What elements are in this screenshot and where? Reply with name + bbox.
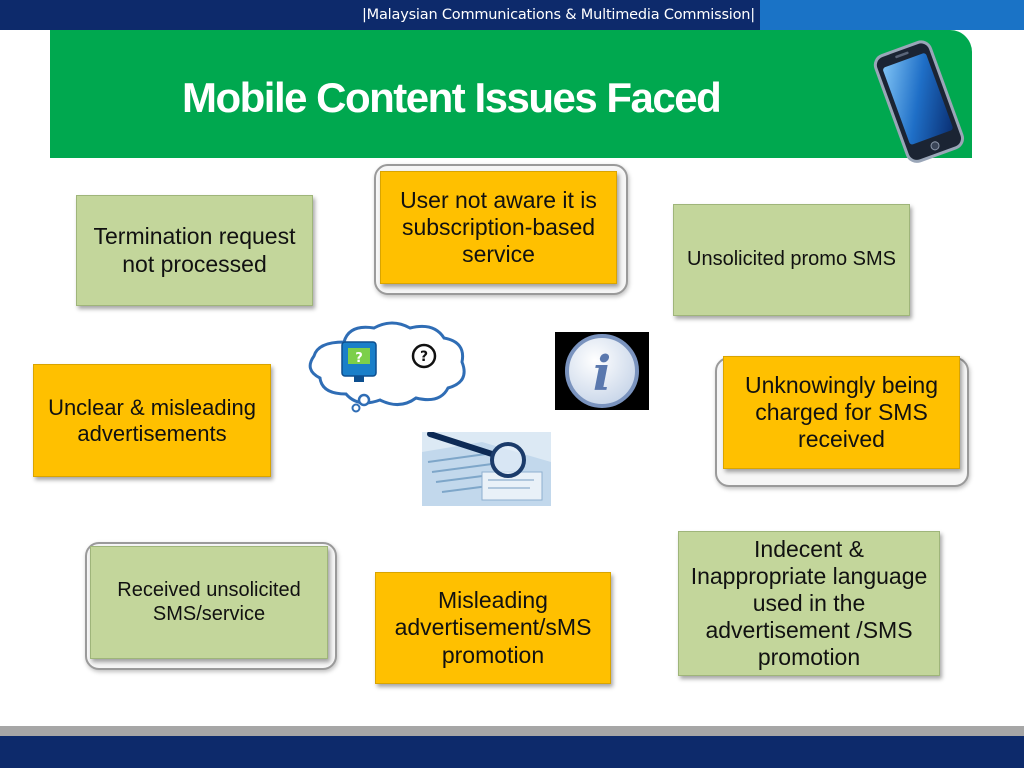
page-title: Mobile Content Issues Faced [182,74,722,121]
issue-unknowingly-charged: Unknowingly being charged for SMS receiv… [723,356,960,469]
issue-unclear: Unclear & misleading advertisements [33,364,271,477]
issue-received-unsolicited: Received unsolicited SMS/service [90,546,328,659]
issue-unclear-text: Unclear & misleading advertisements [48,394,256,446]
top-bar-accent [760,0,1024,30]
issue-indecent: Indecent & Inappropriate language used i… [678,531,940,676]
organization-name: |Malaysian Communications & Multimedia C… [362,7,755,23]
issue-indecent-text: Indecent & Inappropriate language used i… [690,535,928,671]
issue-misleading-promo: Misleading advertisement/sMS promotion [375,572,611,684]
issue-unsolicited-promo-text: Unsolicited promo SMS [687,248,896,271]
issue-unsolicited-promo: Unsolicited promo SMS [673,204,910,316]
top-bar: |Malaysian Communications & Multimedia C… [0,0,1024,30]
magnifier-icon [422,432,551,506]
issue-termination-text: Termination request not processed [93,223,296,277]
svg-text:?: ? [355,351,363,366]
issue-misleading-promo-text: Misleading advertisement/sMS promotion [394,587,592,668]
issue-received-unsolicited-text: Received unsolicited SMS/service [117,578,301,625]
issue-not-aware: User not aware it is subscription-based … [380,171,617,284]
issue-not-aware-text: User not aware it is subscription-based … [400,186,597,268]
svg-text:?: ? [420,349,428,365]
phone-icon [873,40,965,163]
footer-divider [0,726,1024,736]
issue-termination: Termination request not processed [76,195,313,306]
title-banner: Mobile Content Issues Faced [50,30,972,158]
info-icon: i [555,332,649,410]
footer-bar [0,736,1024,768]
svg-text:i: i [593,346,611,402]
issue-unknowingly-charged-text: Unknowingly being charged for SMS receiv… [744,371,939,453]
thought-cloud-icon: ? ? [308,321,466,413]
